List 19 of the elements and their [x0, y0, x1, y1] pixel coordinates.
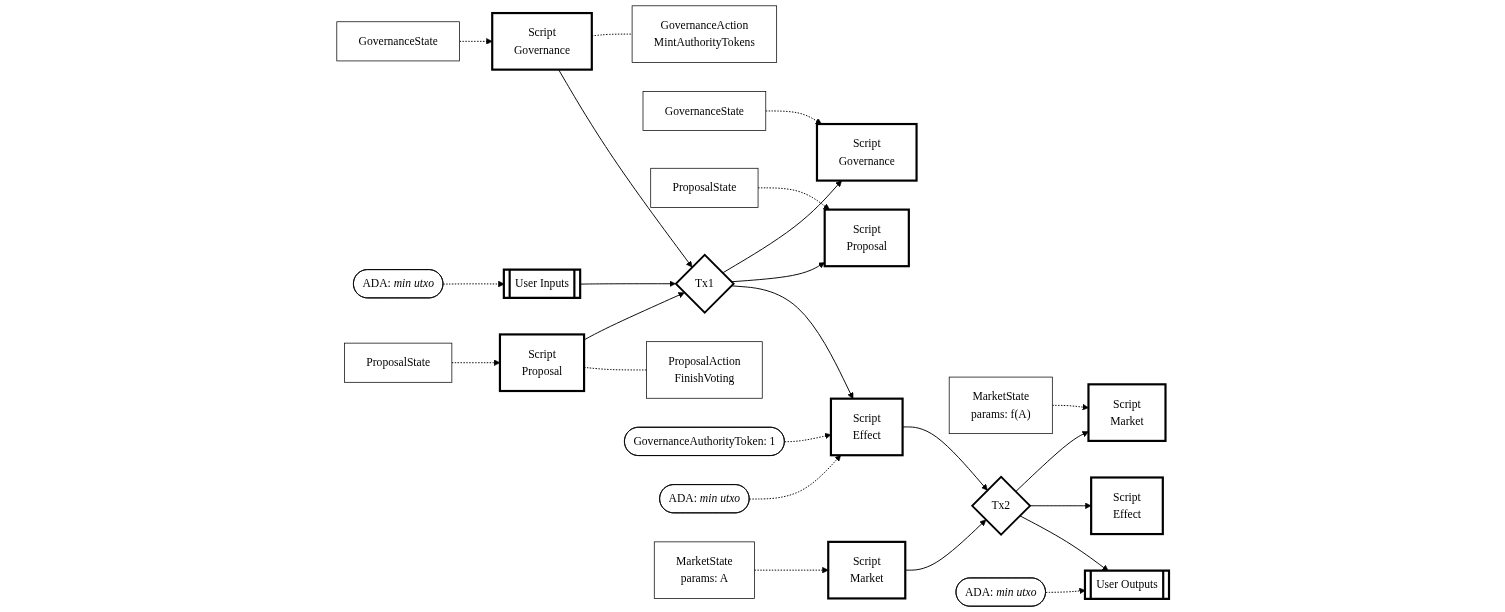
node-box: Script Governance: [815, 122, 918, 182]
node-box: Script Governance: [490, 11, 593, 71]
node-box: ProposalState: [649, 167, 758, 208]
connector: [583, 366, 647, 371]
node-diamond: Tx2: [970, 475, 1031, 536]
node-box: GovernanceState: [336, 21, 460, 62]
node-box: Script Proposal: [823, 208, 910, 268]
node-box: Script Proposal: [498, 333, 585, 393]
node-box: ProposalState: [343, 342, 452, 383]
node-box: Script Effect: [1089, 476, 1164, 536]
node-box: MarketState params: f(A): [948, 376, 1053, 434]
node-box: Script Effect: [829, 397, 904, 457]
node-box: Script Market: [1086, 383, 1167, 442]
node-box: MarketState params: A: [653, 541, 755, 599]
node-box: ProposalAction FinishVoting: [645, 341, 763, 399]
node-box: GovernanceState: [642, 91, 766, 131]
node-diamond: Tx1: [674, 253, 735, 314]
node-box: GovernanceAction MintAuthorityTokens: [631, 5, 777, 63]
node-box: Script Market: [826, 540, 906, 600]
